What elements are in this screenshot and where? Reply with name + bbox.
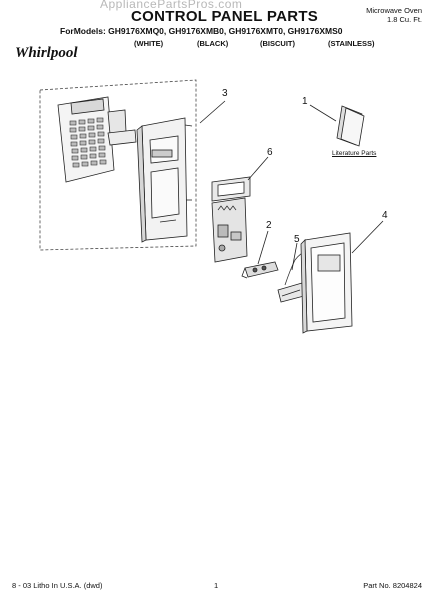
relay-board <box>241 261 279 279</box>
callout-4: 4 <box>382 210 388 221</box>
models-line: ForModels: GH9176XMQ0, GH9176XMB0, GH917… <box>60 26 343 36</box>
assembly-outline <box>39 79 197 251</box>
control-board <box>211 197 248 263</box>
literature-caption: Literature Parts <box>332 150 377 157</box>
brand-logo: Whirlpool <box>15 45 78 61</box>
display-lens <box>211 176 251 202</box>
callout-2: 2 <box>266 220 272 231</box>
color-label-biscuit: (BISCUIT) <box>260 39 295 48</box>
control-panel-frame <box>136 117 193 243</box>
color-label-black: (BLACK) <box>197 39 229 48</box>
mounting-bracket <box>300 232 353 334</box>
callout-5: 5 <box>294 234 300 245</box>
keypad-membrane <box>57 96 127 183</box>
color-label-stainless: (STAINLESS) <box>328 39 375 48</box>
callout-6: 6 <box>267 147 273 158</box>
literature-parts <box>336 105 365 147</box>
footer-print-info: 8 - 03 Litho In U.S.A. (dwd) <box>12 581 103 590</box>
product-capacity: 1.8 Cu. Ft. <box>386 14 422 24</box>
product-type: Microwave Oven <box>366 6 422 15</box>
page-title: CONTROL PANEL PARTS <box>131 8 319 25</box>
footer-part-number: Part No. 8204824 <box>363 581 422 590</box>
display-window <box>107 129 137 146</box>
watermark-text: AppliancePartsPros.com <box>100 0 243 11</box>
callout-3: 3 <box>222 88 228 99</box>
color-label-white: (WHITE) <box>134 39 164 48</box>
page-number: 1 <box>214 581 219 590</box>
callout-1: 1 <box>302 96 308 107</box>
product-description: Microwave Oven 1.8 Cu. Ft. <box>366 6 422 24</box>
